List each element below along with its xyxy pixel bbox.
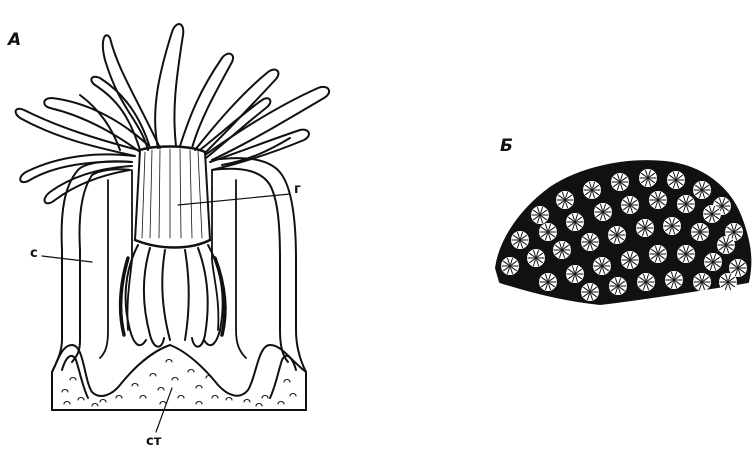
corallite-center xyxy=(535,257,538,260)
mesenteries xyxy=(121,245,226,347)
corallite-center xyxy=(547,231,550,234)
corallite-center xyxy=(727,281,730,284)
corallite-center xyxy=(647,177,650,180)
corallite-center xyxy=(616,234,619,237)
corallite-center xyxy=(561,249,564,252)
corallite-center xyxy=(685,203,688,206)
corallite-center xyxy=(685,253,688,256)
colony-drawing xyxy=(496,161,750,304)
corallite-center xyxy=(721,205,724,208)
corallite-center xyxy=(564,199,567,202)
corallite-center xyxy=(657,199,660,202)
corallite-center xyxy=(629,204,632,207)
corallite-center xyxy=(601,265,604,268)
corallite-center xyxy=(725,244,728,247)
corallite-center xyxy=(699,231,702,234)
label-cavity: с xyxy=(30,246,38,261)
corallite-center xyxy=(547,281,550,284)
corallite-center xyxy=(644,227,647,230)
panel-label-a: А xyxy=(8,30,21,50)
corallite-center xyxy=(519,239,522,242)
label-pharynx: г xyxy=(294,182,301,197)
corallite-center xyxy=(591,189,594,192)
pharynx xyxy=(135,146,210,247)
corallite-center xyxy=(712,261,715,264)
corallite-center xyxy=(645,281,648,284)
corallite-center xyxy=(657,253,660,256)
pharynx-leader xyxy=(178,194,290,205)
corallite-center xyxy=(711,213,714,216)
corallite-center xyxy=(539,214,542,217)
corallite-center xyxy=(701,189,704,192)
corallite-center xyxy=(701,281,704,284)
corallite-center xyxy=(574,273,577,276)
corallite-center xyxy=(589,241,592,244)
panel-label-b: Б xyxy=(500,136,513,156)
polyp-drawing xyxy=(16,24,329,432)
corallite-center xyxy=(673,279,676,282)
corallite-center xyxy=(629,259,632,262)
skeleton-base xyxy=(52,345,306,410)
corallite-center xyxy=(509,265,512,268)
corallite-center xyxy=(574,221,577,224)
cavity-leader xyxy=(42,256,92,262)
corallite-center xyxy=(589,291,592,294)
corallite-center xyxy=(675,179,678,182)
label-skeleton: ст xyxy=(146,434,161,449)
corallite-center xyxy=(619,181,622,184)
corallite-center xyxy=(733,231,736,234)
skeleton-texture xyxy=(62,360,296,407)
corallite-center xyxy=(671,225,674,228)
corallite-center xyxy=(617,285,620,288)
corallite-center xyxy=(602,211,605,214)
corallite-center xyxy=(737,267,740,270)
